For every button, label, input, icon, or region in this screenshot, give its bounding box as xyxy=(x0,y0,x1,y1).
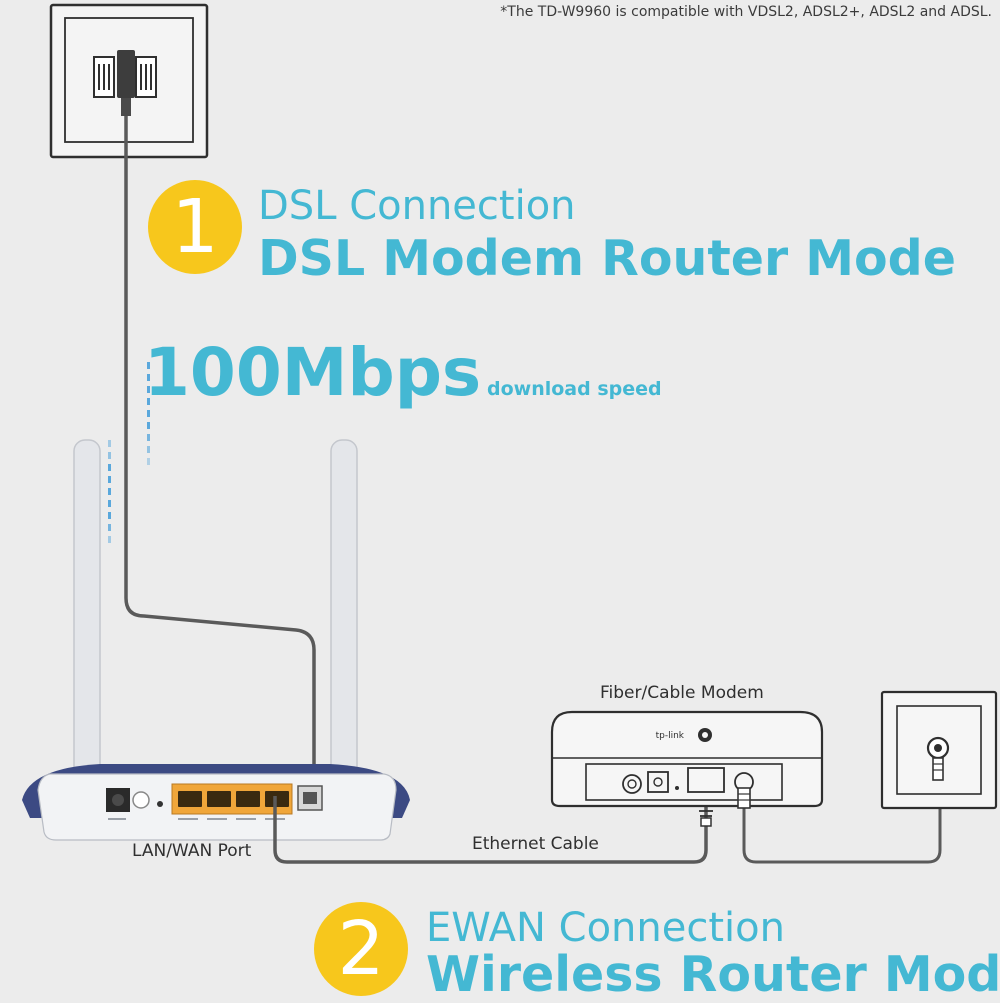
dsl-cable xyxy=(124,116,316,792)
coax-wall-socket-icon xyxy=(880,690,998,810)
ewan-connection-title: EWAN Connection xyxy=(426,905,785,951)
dsl-connection-title: DSL Connection xyxy=(258,183,576,229)
speed-label: download speed xyxy=(487,378,662,400)
wireless-router-mode-title: Wireless Router Mode xyxy=(426,946,1000,1003)
speed-dots xyxy=(108,362,150,543)
mode-badge-1: 1 xyxy=(148,180,242,274)
mode-badge-2: 2 xyxy=(314,902,408,996)
speed-value: 100Mbps xyxy=(144,334,482,411)
fiber-modem-label: Fiber/Cable Modem xyxy=(600,683,764,703)
phone-wall-socket-icon xyxy=(49,3,209,159)
fiber-cable-modem-device xyxy=(550,710,824,808)
ethernet-cable xyxy=(273,796,708,864)
dsl-modem-router-mode-title: DSL Modem Router Mode xyxy=(258,230,956,287)
coax-plug xyxy=(737,787,751,809)
modem-brand-text: tp-link xyxy=(656,731,685,741)
compatibility-note: *The TD-W9960 is compatible with VDSL2, … xyxy=(500,4,992,20)
tp-link-logo-icon xyxy=(698,728,712,742)
lan-wan-port-label: LAN/WAN Port xyxy=(132,841,252,861)
coax-cable xyxy=(742,778,942,864)
router-device xyxy=(22,439,410,841)
ethernet-cable-label: Ethernet Cable xyxy=(472,834,599,854)
